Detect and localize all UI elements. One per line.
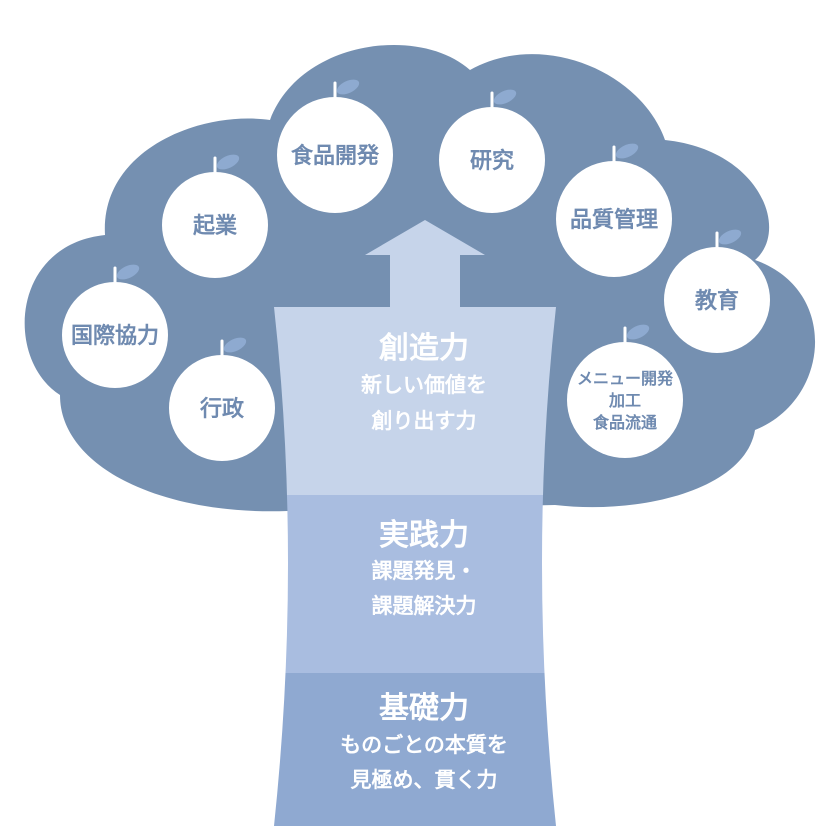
fruit-hinshitsu: 品質管理 xyxy=(556,143,672,277)
leaf-icon xyxy=(615,143,639,159)
stage-description: ものごとの本質を xyxy=(340,733,508,757)
fruit-label: 品質管理 xyxy=(570,207,658,233)
fruit-circle xyxy=(556,161,672,277)
fruit-circle xyxy=(439,107,545,213)
fruit-label: 教育 xyxy=(695,288,739,314)
stage-description: 見極め、貫く力 xyxy=(351,768,498,792)
fruit-label: 研究 xyxy=(470,148,514,174)
fruit-circle xyxy=(277,97,393,213)
trunk-band-jissen xyxy=(274,495,556,673)
fruit-circle xyxy=(567,342,683,458)
leaf-icon xyxy=(626,324,650,340)
stage-title: 実践力 xyxy=(379,518,469,553)
fruit-circle xyxy=(162,172,268,278)
arrow-up-large-icon xyxy=(365,220,485,307)
arrow-up-small-icon xyxy=(403,645,447,673)
fruit-label: 食品開発 xyxy=(291,143,380,169)
fruit-kenkyu: 研究 xyxy=(439,89,545,213)
leaf-icon xyxy=(116,264,140,280)
fruit-label: 食品流通 xyxy=(592,413,657,432)
stage-title: 創造力 xyxy=(379,331,469,366)
fruit-kokusai: 国際協力 xyxy=(62,264,168,388)
fruit-label: 起業 xyxy=(192,214,238,239)
stage-description: 新しい価値を xyxy=(361,373,487,397)
leaf-icon xyxy=(216,154,240,170)
fruit-gyousei: 行政 xyxy=(169,337,275,461)
fruit-kyouiku: 教育 xyxy=(664,229,770,353)
fruit-circle xyxy=(62,282,168,388)
leaf-icon xyxy=(718,229,742,245)
fruit-label: メニュー開発 xyxy=(577,369,674,388)
fruit-shokuhin: 食品開発 xyxy=(277,79,393,213)
stage-description: 創り出す力 xyxy=(372,409,477,433)
fruit-label: 加工 xyxy=(608,391,641,410)
leaf-icon xyxy=(223,337,247,353)
fruit-kigyou: 起業 xyxy=(162,154,268,278)
fruit-label: 行政 xyxy=(199,396,245,422)
stage-description: 課題解決力 xyxy=(372,594,477,618)
tree-trunk xyxy=(274,220,556,826)
stage-description: 課題発見・ xyxy=(372,559,477,583)
fruit-circle xyxy=(664,247,770,353)
trunk-band-kiso xyxy=(274,673,556,826)
arrow-up-medium-icon xyxy=(398,455,452,495)
stages-layer: 創造力新しい価値を創り出す力実践力課題発見・課題解決力基礎力ものごとの本質を見極… xyxy=(340,331,508,792)
fruit-label: 国際協力 xyxy=(71,323,159,349)
leaf-icon xyxy=(336,79,360,95)
fruit-circle xyxy=(169,355,275,461)
stage-title: 基礎力 xyxy=(379,691,469,726)
leaf-icon xyxy=(493,89,517,105)
